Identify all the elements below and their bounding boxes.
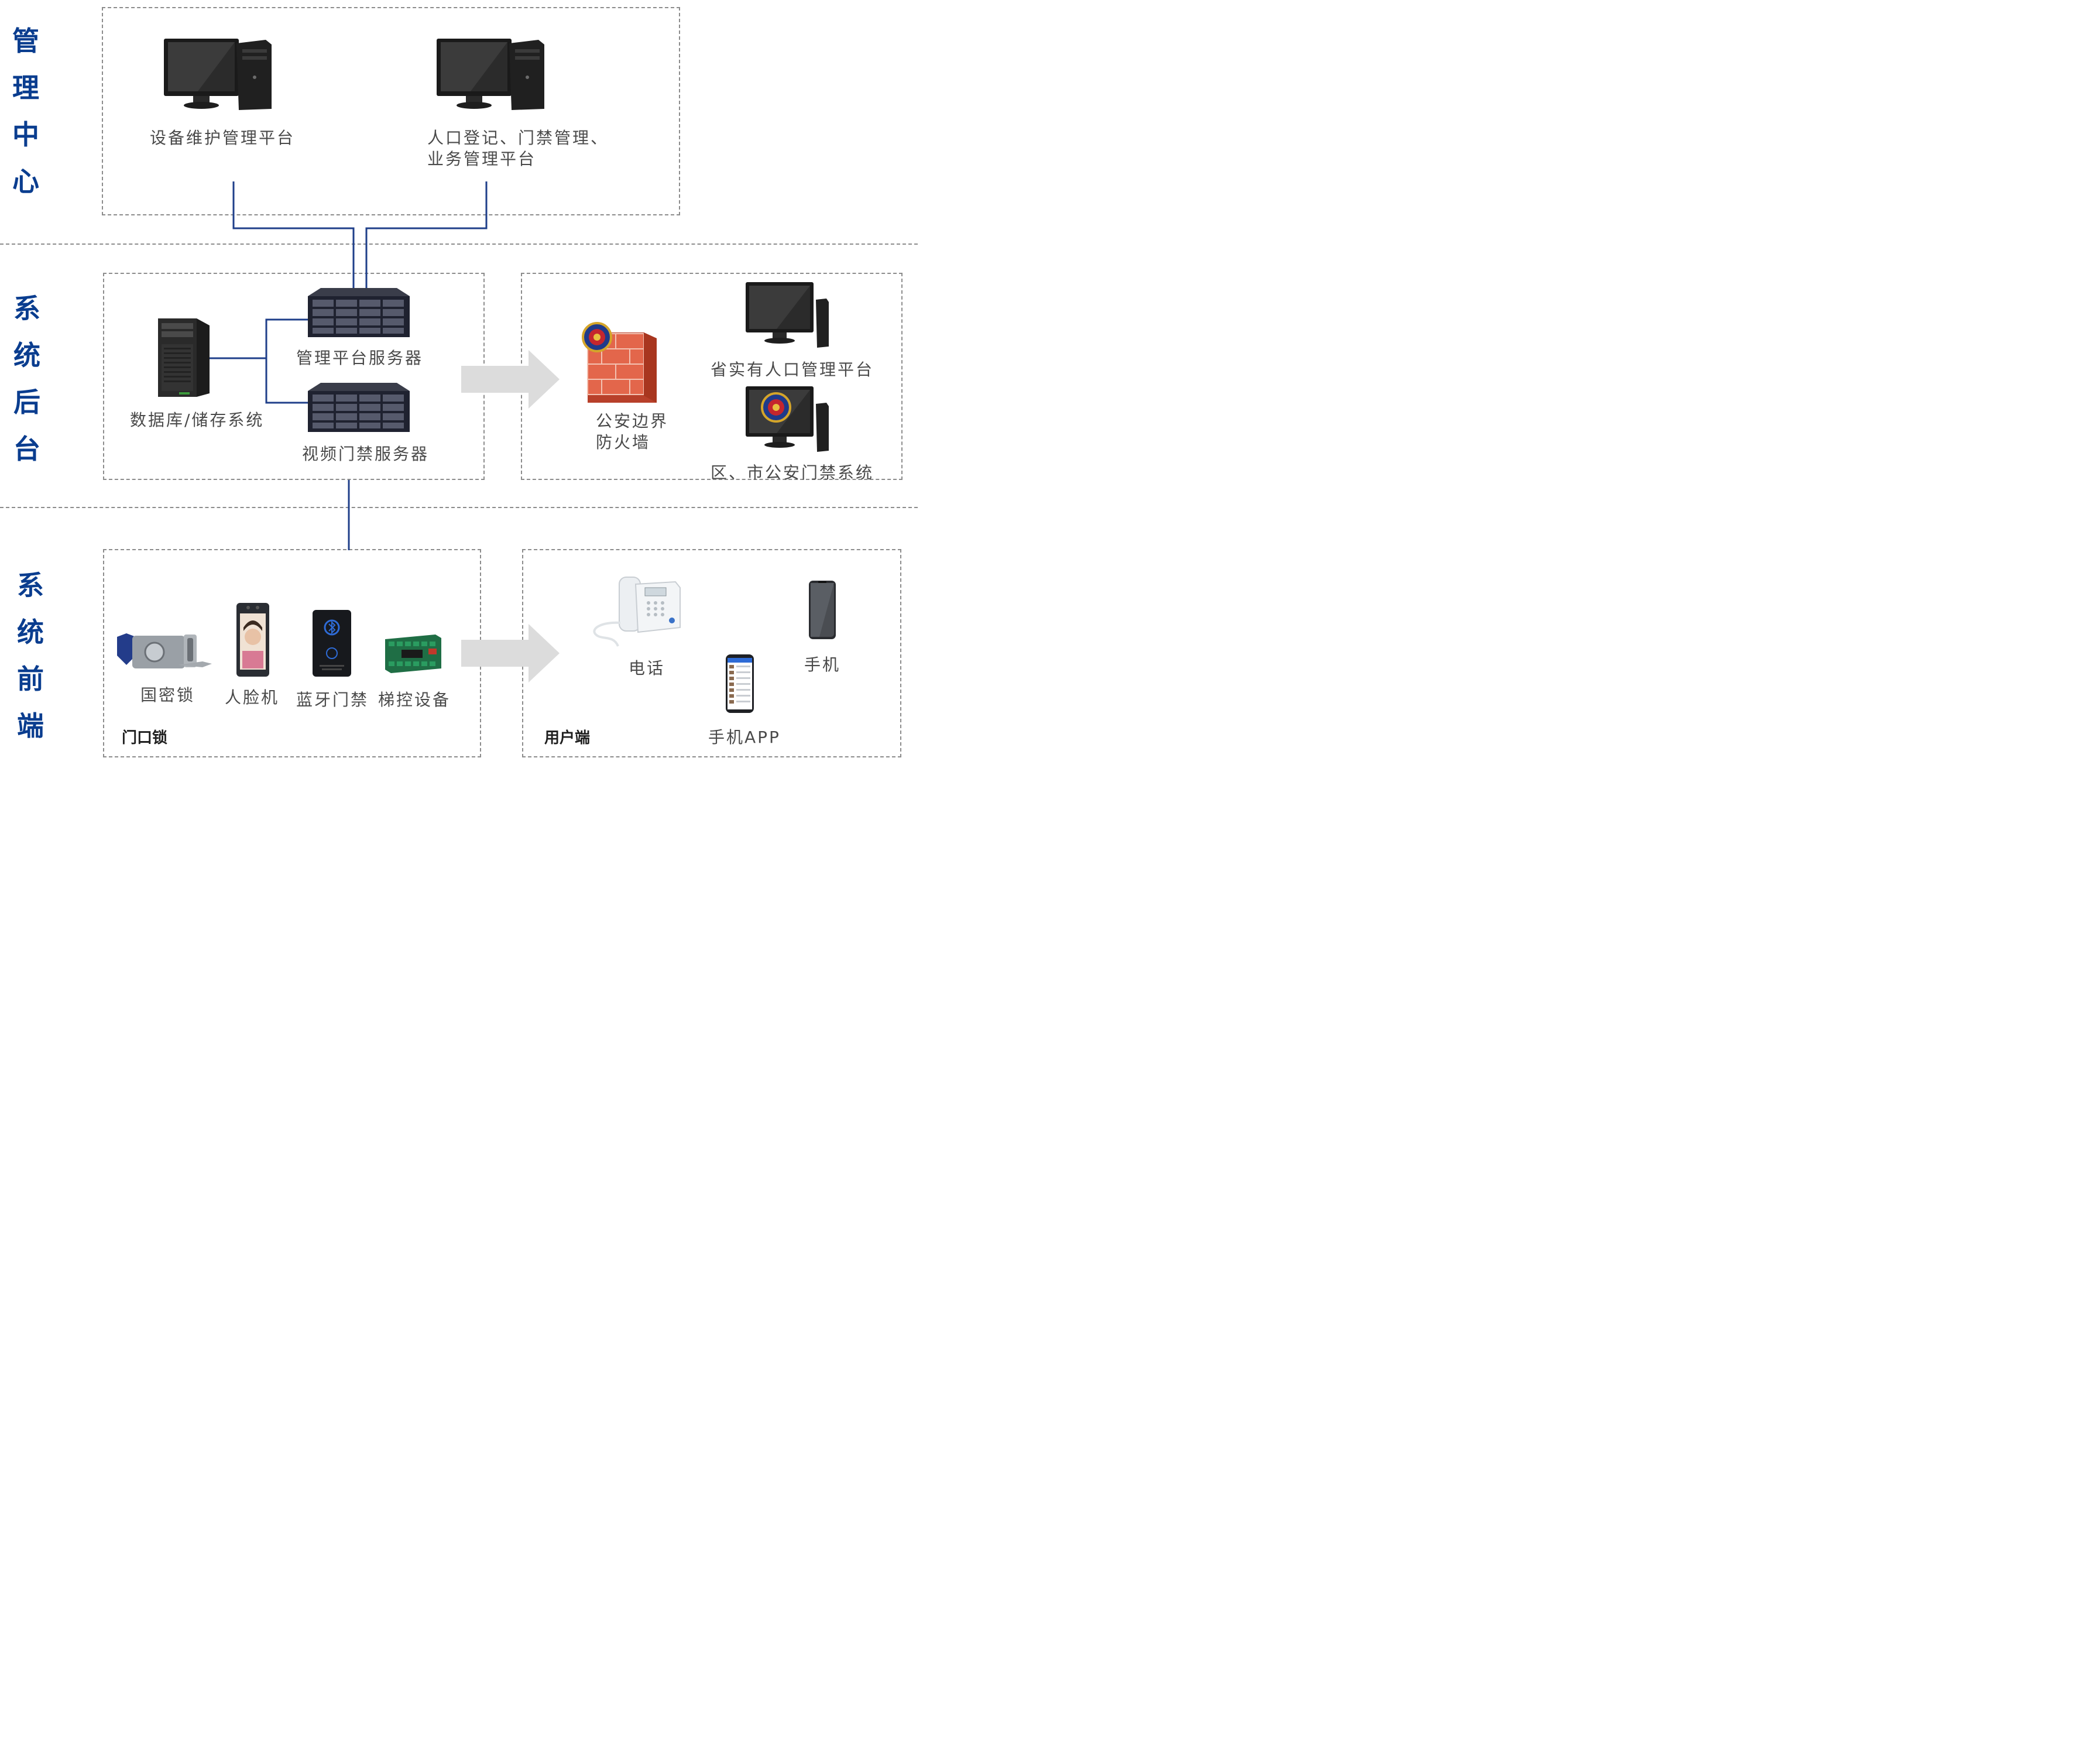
province-platform-label: 省实有人口管理平台 xyxy=(711,360,874,379)
pc2-label-line1: 人口登记、门禁管理、 xyxy=(427,128,609,148)
title-char: 台 xyxy=(13,433,40,465)
desktop-computer-icon xyxy=(746,282,829,348)
desktop-computer-icon xyxy=(746,386,829,452)
arrow-to-police xyxy=(461,350,560,409)
title-char: 理 xyxy=(12,72,39,104)
separator-top xyxy=(0,243,918,245)
title-char: 系 xyxy=(13,293,40,324)
telephone-icon xyxy=(593,577,681,647)
mobile-label: 手机 xyxy=(804,655,841,674)
bluetooth-label: 蓝牙门禁 xyxy=(296,690,369,709)
title-char: 管 xyxy=(12,25,39,57)
pc1-label: 设备维护管理平台 xyxy=(150,128,296,148)
desktop-computer-icon xyxy=(164,39,272,110)
title-char: 系 xyxy=(17,570,44,601)
app-label: 手机APP xyxy=(708,728,781,747)
title-char: 心 xyxy=(12,166,39,197)
user-group-label: 用户端 xyxy=(544,729,591,747)
face-label: 人脸机 xyxy=(225,688,280,707)
pc2-label-line2: 业务管理平台 xyxy=(427,149,537,169)
firewall-label-line2: 防火墙 xyxy=(596,433,651,452)
connection-lines xyxy=(210,181,488,550)
rack-server-icon xyxy=(308,383,410,432)
arrow-to-user xyxy=(461,624,560,682)
desktop-computer-icon xyxy=(437,39,544,110)
database-server-icon xyxy=(158,318,210,397)
elevator-label: 梯控设备 xyxy=(378,690,451,709)
separator-bottom xyxy=(0,507,918,508)
phone-label: 电话 xyxy=(629,658,665,678)
section-title-frontend: 系 统 前 端 xyxy=(13,562,48,749)
firewall-icon xyxy=(582,322,657,403)
video-server-label: 视频门禁服务器 xyxy=(302,444,430,464)
bluetooth-access-icon xyxy=(313,610,351,677)
line-servers xyxy=(265,318,310,404)
mobile-app-icon xyxy=(726,654,754,713)
section-title-management: 管 理 中 心 xyxy=(8,18,43,205)
database-label: 数据库/储存系统 xyxy=(130,410,265,430)
title-char: 端 xyxy=(17,710,44,742)
city-system-label: 区、市公安门禁系统 xyxy=(711,463,874,482)
title-char: 统 xyxy=(13,339,40,371)
face-recognition-icon xyxy=(236,603,269,677)
title-char: 统 xyxy=(17,616,44,648)
management-box xyxy=(102,7,680,215)
smartphone-icon xyxy=(809,581,836,639)
rack-server-icon xyxy=(308,288,410,337)
title-char: 前 xyxy=(17,663,44,695)
title-char: 后 xyxy=(13,386,40,418)
line-pc2 xyxy=(365,181,488,290)
mgmt-server-label: 管理平台服务器 xyxy=(296,348,424,368)
lock-label: 国密锁 xyxy=(140,685,195,705)
title-char: 中 xyxy=(12,119,39,150)
section-title-backend: 系 统 后 台 xyxy=(9,285,44,472)
firewall-label-line1: 公安边界 xyxy=(596,411,669,431)
lock-icon xyxy=(117,633,212,668)
line-pc1 xyxy=(232,181,355,290)
elevator-control-icon xyxy=(385,635,441,673)
door-lock-group-label: 门口锁 xyxy=(122,729,168,747)
